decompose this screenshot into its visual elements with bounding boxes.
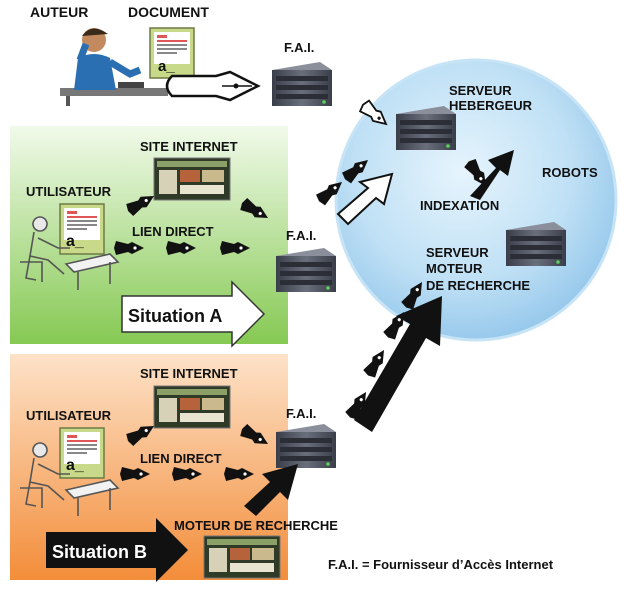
robots-label: ROBOTS: [542, 165, 598, 180]
pen-nib-arrow: [165, 70, 261, 102]
panel-b-search-to-fai-arrow: [244, 464, 298, 516]
host-server: [396, 106, 456, 150]
fai-legend: F.A.I. = Fournisseur d’Accès Internet: [328, 557, 554, 572]
panel-b-fai-label: F.A.I.: [286, 406, 316, 421]
search-server-label-2: MOTEUR: [426, 261, 483, 276]
panel-a-fai-label: F.A.I.: [286, 228, 316, 243]
situation-a-banner: [121, 280, 266, 348]
panel-b-site-label: SITE INTERNET: [140, 366, 238, 381]
panel-b-direct-link-label: LIEN DIRECT: [140, 451, 222, 466]
panel-b-doc-glyph: a_: [66, 457, 85, 474]
panel-b-user-label: UTILISATEUR: [26, 408, 112, 423]
search-server-label-1: SERVEUR: [426, 245, 489, 260]
panel-b-site-thumbnail: [153, 385, 231, 429]
panel-a-user-label: UTILISATEUR: [26, 184, 112, 199]
situation-b-label: Situation B: [52, 542, 147, 562]
situation-b-banner: [46, 518, 188, 582]
host-server-label-2: HEBERGEUR: [449, 98, 533, 113]
host-server-label-1: SERVEUR: [449, 83, 512, 98]
indexation-label: INDEXATION: [420, 198, 499, 213]
document-glyph: a_: [158, 58, 175, 75]
top-fai-server: [272, 62, 332, 106]
panel-a-fai-server: [276, 248, 336, 292]
robots-arrow: [470, 150, 514, 200]
author-label: AUTEUR: [30, 4, 88, 20]
panel-a-big-white-arrow: [336, 172, 394, 226]
author-illustration: [60, 28, 168, 106]
situation-a-label: Situation A: [128, 306, 222, 326]
panel-a-site-thumbnail: [153, 157, 231, 201]
panel-b-fai-server: [276, 424, 336, 468]
panel-b-big-arrow-to-search: [354, 296, 442, 432]
panel-a-site-label: SITE INTERNET: [140, 139, 238, 154]
document-label: DOCUMENT: [128, 4, 209, 20]
panel-a-direct-link-label: LIEN DIRECT: [132, 224, 214, 239]
panel-a-doc-glyph: a_: [66, 233, 85, 250]
panel-b-search-engine-label: MOTEUR DE RECHERCHE: [174, 518, 338, 533]
search-engine-server: [506, 222, 566, 266]
top-fai-label: F.A.I.: [284, 40, 314, 55]
search-server-label-3: DE RECHERCHE: [426, 278, 530, 293]
panel-b-search-engine-thumbnail: [203, 535, 281, 579]
